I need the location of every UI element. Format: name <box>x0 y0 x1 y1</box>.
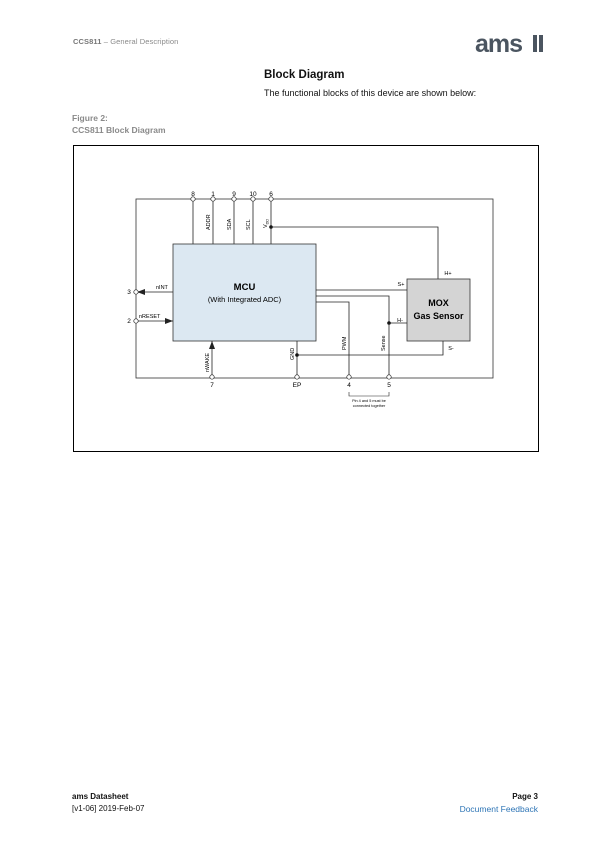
sensor-block <box>406 278 471 342</box>
left-pins: 3 2 nINT nRESET <box>127 285 173 325</box>
note-line-2: connected together <box>353 404 386 408</box>
header-section: General Description <box>110 37 179 46</box>
document-feedback-link[interactable]: Document Feedback <box>459 804 538 814</box>
footer-page-number: Page 3 <box>512 792 538 801</box>
note-line-1: Pin 4 and 5 must be <box>352 399 386 403</box>
vdd-signal-v: V <box>263 224 269 228</box>
nint-signal: nINT <box>156 285 169 291</box>
figure-label: Figure 2: CCS811 Block Diagram <box>72 112 166 136</box>
pin-7-label: 7 <box>210 382 214 389</box>
top-pins: 8 1 9 10 6 ADDR SDA SCL VDD <box>190 191 274 244</box>
footer-right: Page 3 Document Feedback <box>460 791 538 815</box>
vdd-signal: VDD <box>263 219 270 228</box>
pin-8-label: 8 <box>191 191 195 198</box>
pin-ep-label: EP <box>293 382 302 389</box>
footer-version: [v1-06] 2019-Feb-07 <box>72 804 145 813</box>
section-title: Block Diagram <box>264 69 345 81</box>
vdd-to-heater-wire <box>271 226 439 279</box>
figure-caption: CCS811 Block Diagram <box>72 125 166 135</box>
terminal-h-minus: H- <box>397 318 403 324</box>
logo-text: ams <box>475 33 522 55</box>
running-header: CCS811 – General Description <box>73 37 178 46</box>
addr-signal: ADDR <box>206 214 212 230</box>
scl-signal: SCL <box>246 219 252 230</box>
mcu-block <box>172 243 317 342</box>
figure-number: Figure 2: <box>72 113 108 123</box>
footer-left: ams Datasheet [v1-06] 2019-Feb-07 <box>72 791 145 815</box>
sensor-subtitle: Gas Sensor <box>413 311 464 321</box>
block-diagram: 8 1 9 10 6 ADDR SDA SCL VDD MCU (With In… <box>127 191 494 408</box>
nreset-arrow <box>165 318 173 324</box>
mcu-title: MCU <box>234 282 256 293</box>
pin-10-label: 10 <box>249 191 257 198</box>
ams-logo-graphic: ams <box>475 30 543 58</box>
header-product: CCS811 <box>73 37 102 46</box>
pin-bracket <box>348 392 390 397</box>
sda-signal: SDA <box>227 218 233 230</box>
footer-doc-title: ams Datasheet <box>72 792 129 801</box>
pin-6-label: 6 <box>269 191 273 198</box>
terminal-s-plus: S+ <box>398 282 405 288</box>
nreset-signal: nRESET <box>139 314 161 320</box>
pin-1-label: 1 <box>211 191 215 198</box>
terminal-s-minus: S- <box>448 346 454 352</box>
pwm-wire <box>316 301 350 377</box>
section-intro: The functional blocks of this device are… <box>264 88 477 98</box>
nint-arrow <box>137 289 145 295</box>
sensor-title: MOX <box>428 298 449 308</box>
vdd-signal-sub: DD <box>266 219 270 225</box>
pin-4-label: 4 <box>347 382 351 389</box>
figure-frame: 8 1 9 10 6 ADDR SDA SCL VDD MCU (With In… <box>73 145 539 452</box>
bottom-pins: 7 EP 4 5 <box>209 374 392 389</box>
terminal-h-plus: H+ <box>444 271 451 277</box>
h-minus-wire <box>316 295 407 324</box>
mcu-subtitle: (With Integrated ADC) <box>208 295 282 304</box>
pin-9-label: 9 <box>232 191 236 198</box>
ams-logo: ams <box>475 30 547 60</box>
gnd-signal: GND <box>290 348 296 360</box>
pin-3-label: 3 <box>127 289 131 296</box>
header-separator: – <box>103 37 109 46</box>
pwm-signal: PWM <box>342 336 348 350</box>
sense-signal: Sense <box>381 335 387 351</box>
nwake-arrow <box>209 341 215 349</box>
pin-2-label: 2 <box>127 318 131 325</box>
gnd-to-s-minus-wire <box>297 341 444 356</box>
nwake-signal: nWAKE <box>205 353 211 372</box>
pin-5-label: 5 <box>387 382 391 389</box>
